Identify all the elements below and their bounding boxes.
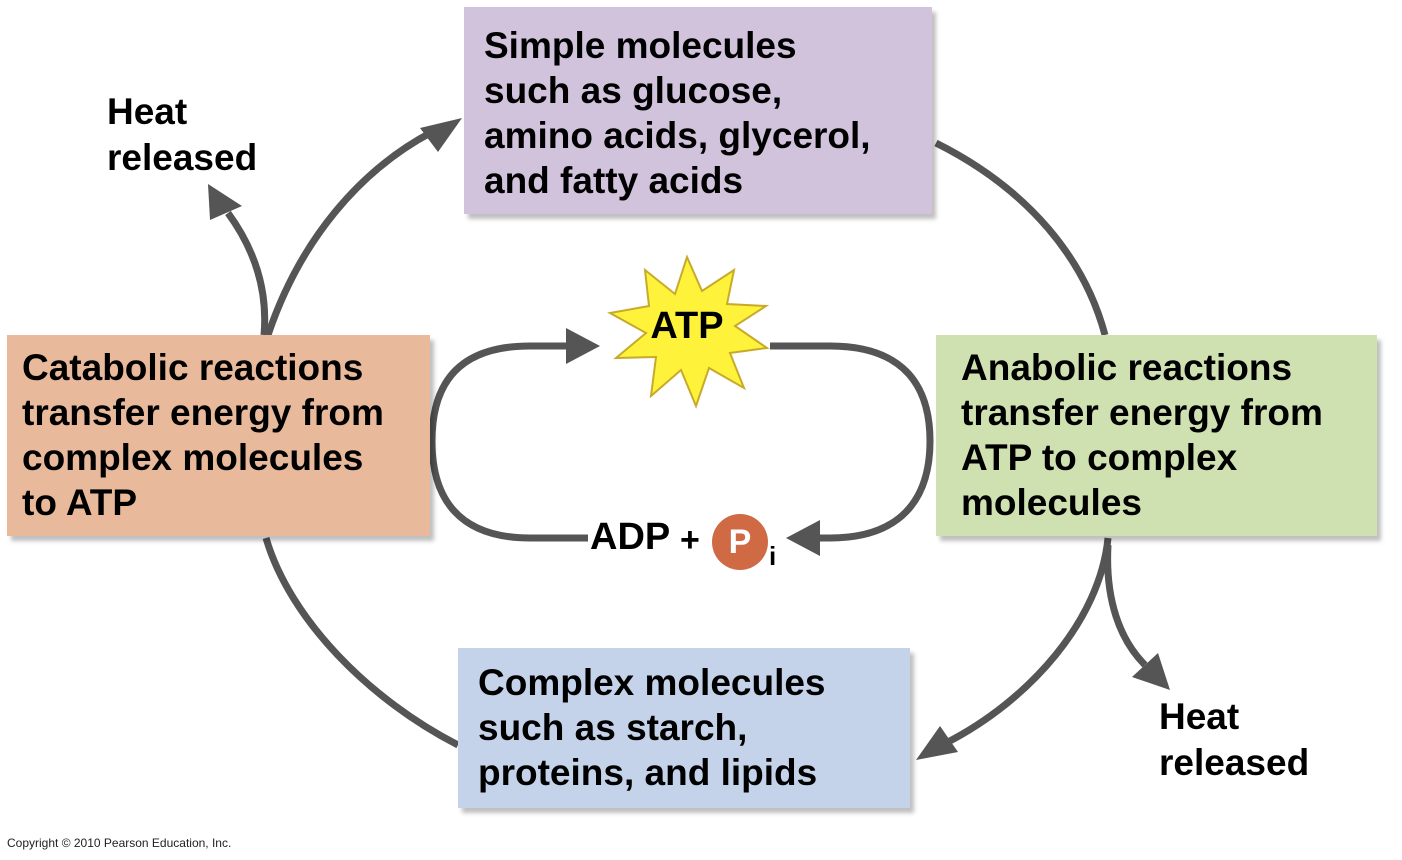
box-line: ATP to complex — [961, 437, 1238, 478]
arrow-anabolic-to-complex — [944, 537, 1112, 747]
box-line: transfer energy from — [961, 392, 1323, 433]
heat-released-top-label: Heat released — [107, 89, 257, 181]
heat-line: Heat — [107, 91, 188, 132]
plus-sign: + — [680, 521, 700, 559]
box-line: complex molecules — [22, 437, 364, 478]
arrow-atp-to-adp — [770, 342, 934, 542]
box-line: transfer energy from — [22, 392, 384, 433]
box-line: molecules — [961, 482, 1142, 523]
heat-line: released — [107, 137, 258, 178]
box-line: such as starch, — [478, 707, 748, 748]
atp-label: ATP — [650, 305, 724, 347]
arrowhead-complex — [916, 726, 958, 760]
box-line: amino acids, glycerol, — [484, 115, 871, 156]
arrowhead-simple — [420, 118, 462, 152]
adp-label: ADP — [590, 516, 671, 558]
box-line: Anabolic reactions — [961, 347, 1293, 388]
arrowhead-heat-bottom — [1132, 653, 1170, 690]
heat-line: released — [1159, 742, 1310, 783]
box-line: to ATP — [22, 482, 138, 523]
arrow-complex-to-catabolic — [262, 537, 460, 749]
arrowhead-heat-top — [208, 184, 242, 220]
catabolic-reactions-box: Catabolic reactions transfer energy from… — [7, 335, 430, 536]
complex-molecules-box: Complex molecules such as starch, protei… — [458, 648, 910, 808]
arrow-simple-to-anabolic — [934, 139, 1109, 336]
starburst-icon — [607, 254, 770, 409]
box-line: and fatty acids — [484, 160, 744, 201]
simple-molecules-box: Simple molecules such as glucose, amino … — [464, 7, 932, 214]
box-line: Complex molecules — [478, 662, 826, 703]
phosphate-subscript: i — [769, 541, 777, 571]
phosphate-circle-icon: P — [712, 514, 768, 570]
anabolic-reactions-box: Anabolic reactions transfer energy from … — [936, 335, 1377, 536]
arrow-adp-to-atp — [428, 342, 588, 542]
box-line: such as glucose, — [484, 70, 783, 111]
copyright-notice: Copyright © 2010 Pearson Education, Inc. — [7, 836, 232, 850]
heat-line: Heat — [1159, 696, 1240, 737]
arrowhead-atp — [566, 328, 600, 364]
arrow-heat-released-bottom — [1104, 544, 1148, 668]
arrow-heat-released-top — [225, 210, 269, 336]
box-line: proteins, and lipids — [478, 752, 818, 793]
heat-released-bottom-label: Heat released — [1159, 694, 1309, 786]
arrow-catabolic-to-simple — [264, 128, 434, 337]
box-line: Simple molecules — [484, 25, 797, 66]
box-line: Catabolic reactions — [22, 347, 364, 388]
arrowhead-adp — [786, 520, 820, 556]
